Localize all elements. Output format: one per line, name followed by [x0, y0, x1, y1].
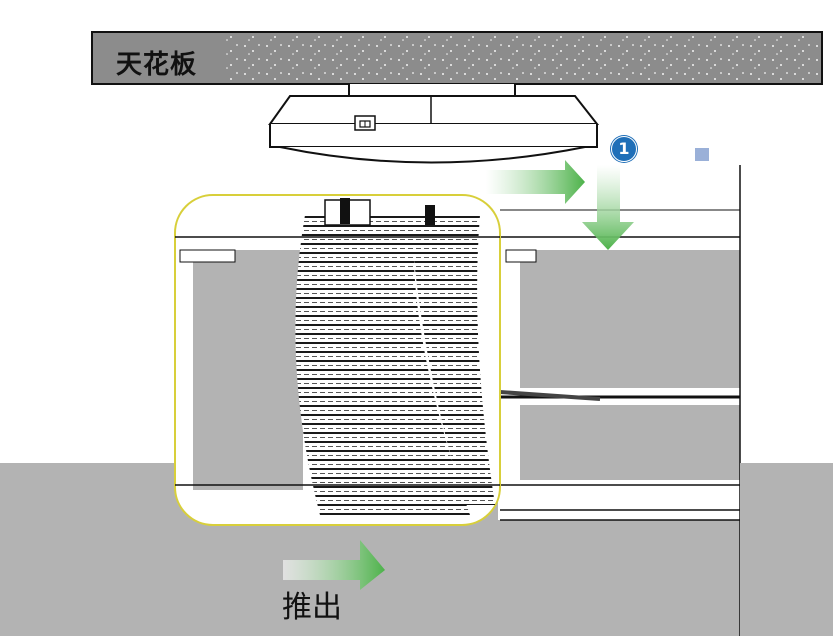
push-out-label: 推出 — [282, 590, 342, 625]
arrow-down-icon — [582, 165, 634, 250]
lock-icon — [359, 120, 371, 128]
ceiling-label: 天花板 — [116, 50, 198, 80]
arrow-right-icon — [486, 160, 585, 204]
cabinet-unit — [174, 194, 501, 526]
push-arrow-icon — [283, 540, 385, 590]
main-unit — [498, 165, 833, 636]
step-number-badge: 1 — [611, 136, 637, 162]
ceiling-panel — [91, 31, 823, 85]
indicator-square — [695, 148, 709, 161]
ceiling-mount — [268, 84, 600, 164]
